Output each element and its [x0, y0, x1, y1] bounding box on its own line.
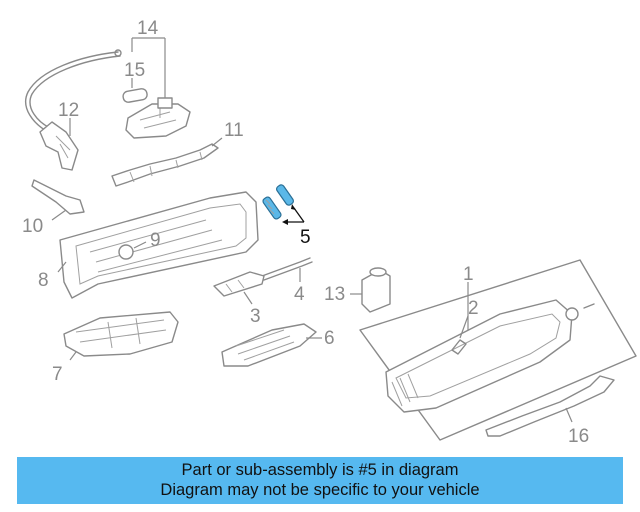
callout-4: 4: [294, 284, 305, 305]
part-8: [57, 191, 259, 299]
part-6: [221, 323, 322, 367]
part-15: [122, 88, 148, 103]
callout-5: 5: [300, 227, 311, 248]
callout-10: 10: [22, 216, 43, 237]
parts-diagram: 14 15 12 11 10 9 8 5 4 3 6 7 13 1 2 16: [22, 18, 637, 447]
latch-cable: [25, 49, 122, 171]
banner-line-2: Diagram may not be specific to your vehi…: [160, 481, 480, 499]
part-10: [31, 179, 85, 221]
callout-7: 7: [52, 364, 63, 385]
callout-9: 9: [150, 230, 161, 251]
part-16: [485, 375, 615, 437]
part-5: [262, 184, 305, 225]
callout-2: 2: [468, 298, 479, 319]
part-3: [213, 271, 265, 305]
callout-14: 14: [137, 18, 159, 39]
part-4: [261, 257, 313, 282]
part-2: [451, 315, 469, 355]
info-banner: Part or sub-assembly is #5 in diagram Di…: [17, 457, 623, 504]
callout-6: 6: [324, 328, 335, 349]
callout-14-leader: [131, 37, 166, 102]
callout-13: 13: [324, 284, 345, 305]
part-9: [118, 241, 147, 260]
part-7: [63, 311, 179, 361]
callout-3: 3: [250, 306, 261, 327]
callout-16: 16: [568, 426, 589, 447]
callout-8: 8: [38, 270, 49, 291]
part-11: [111, 137, 223, 187]
callout-15: 15: [124, 60, 145, 81]
banner-line-1: Part or sub-assembly is #5 in diagram: [181, 461, 459, 479]
callout-11: 11: [224, 120, 244, 141]
part-13: [350, 267, 391, 313]
part-1: [359, 259, 637, 441]
part-14: [125, 97, 191, 139]
callout-1: 1: [463, 264, 474, 285]
callout-12: 12: [58, 100, 79, 121]
